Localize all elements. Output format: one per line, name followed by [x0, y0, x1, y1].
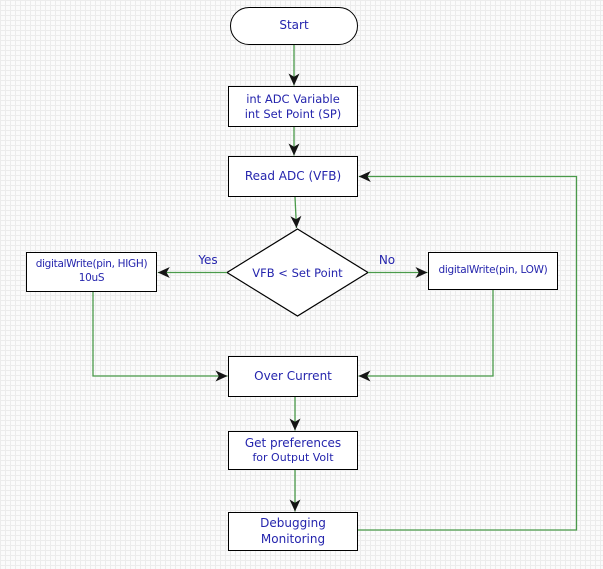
node-read-adc[interactable]: Read ADC (VFB) [228, 156, 358, 197]
node-read-adc-label: Read ADC (VFB) [244, 168, 342, 183]
node-decision-label: VFB < Set Point [252, 265, 343, 280]
node-write-high-line2: 10uS [78, 272, 105, 284]
node-start-label: Start [279, 18, 309, 33]
node-start[interactable]: Start [230, 7, 358, 45]
node-write-low[interactable]: digitalWrite(pin, LOW) [428, 252, 558, 290]
edge-write-low-to-over-current [358, 290, 494, 382]
node-over-current[interactable]: Over Current [228, 356, 358, 397]
node-debugging-line2: Monitoring [260, 531, 326, 546]
node-debugging[interactable]: Debugging Monitoring [228, 512, 358, 551]
edge-label-yes: Yes [198, 253, 218, 267]
node-init-line2: int Set Point (SP) [244, 106, 342, 121]
node-get-preferences[interactable]: Get preferences for Output Volt [228, 431, 358, 470]
edge-read-adc-to-decision [290, 196, 302, 229]
node-decision[interactable]: VFB < Set Point [227, 229, 368, 316]
node-get-preferences-line1: Get preferences [244, 435, 342, 450]
node-debugging-line1: Debugging [260, 515, 326, 530]
node-get-preferences-line2: for Output Volt [252, 451, 334, 465]
edge-write-high-to-over-current [92, 292, 228, 382]
decision-diamond-shape[interactable] [225, 228, 370, 317]
node-write-low-label: digitalWrite(pin, LOW) [438, 264, 548, 277]
node-init-variables[interactable]: int ADC Variable int Set Point (SP) [228, 86, 358, 127]
node-over-current-label: Over Current [254, 368, 332, 383]
node-write-high[interactable]: digitalWrite(pin, HIGH) 10uS [26, 252, 157, 292]
node-init-line1: int ADC Variable [246, 91, 340, 106]
edge-label-no: No [378, 253, 396, 267]
edge-debugging-feedback-to-read-adc [358, 171, 578, 531]
node-write-high-line1: digitalWrite(pin, HIGH) [35, 258, 148, 271]
